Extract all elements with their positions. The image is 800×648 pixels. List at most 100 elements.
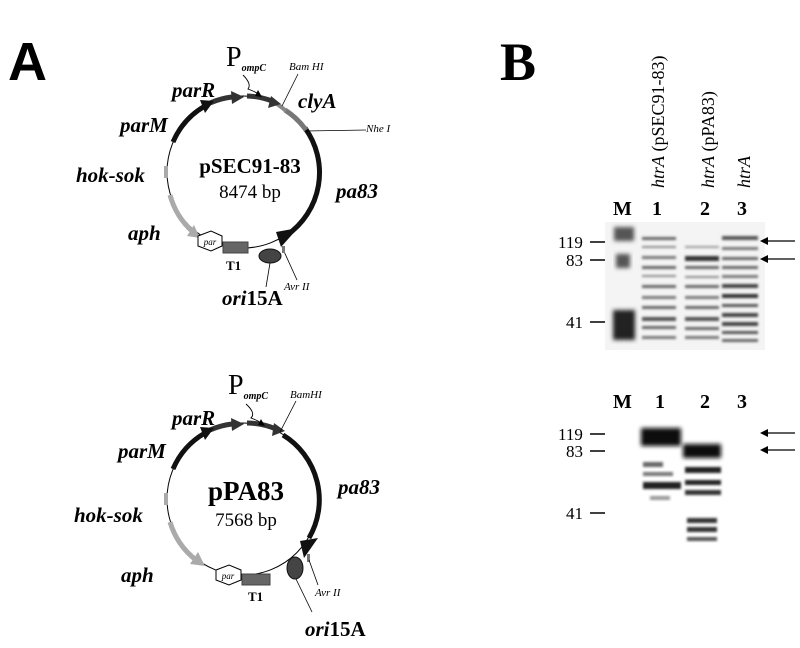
- lane-label-3: 3: [737, 391, 747, 413]
- western-blot: M 1 2 3 119 83 41: [558, 391, 795, 541]
- lane-label-1: 1: [652, 198, 662, 220]
- t1-block: [222, 241, 249, 254]
- ori-ellipse: [286, 556, 304, 580]
- lane-header-2: htrA (pPA83): [698, 91, 719, 188]
- lane-3-bands: [722, 236, 758, 342]
- avrii-site-mark: [282, 246, 285, 253]
- aph-arrowhead: [190, 552, 205, 566]
- parM-arrowhead: [200, 427, 214, 440]
- lane-header-3: htrA: [734, 155, 754, 188]
- aph-label: aph: [121, 563, 154, 587]
- parM-arrow: [170, 430, 207, 471]
- plasmid-map-bottom: par T1 PompC BamHI Avr II parR parM hok-…: [74, 370, 380, 641]
- stained-gel: M 1 2 3 119 83 41: [558, 198, 795, 350]
- t1-label: T1: [248, 589, 263, 604]
- panel-b-letter: B: [500, 32, 536, 92]
- promoter-subscript: ompC: [242, 63, 267, 74]
- hok-sok-block: [164, 166, 168, 178]
- promoter-ompC-block: [246, 93, 273, 104]
- ori-label: ori15A: [222, 286, 284, 310]
- marker-119: 119: [558, 233, 583, 252]
- lane-label-2: 2: [700, 391, 710, 413]
- promoter-pointer-tip: [258, 419, 265, 426]
- clyA-label: clyA: [298, 89, 336, 113]
- band-arrow-83-head: [760, 255, 768, 263]
- t1-label: T1: [226, 258, 241, 273]
- lane-2-bands: [685, 246, 719, 339]
- par-label: par: [221, 571, 235, 581]
- par-label: par: [203, 237, 217, 247]
- ori-label: ori15A: [305, 617, 367, 641]
- bamhi-pointer: [281, 73, 299, 107]
- bamhi-pointer: [279, 400, 297, 433]
- band-arrow-119-head: [760, 429, 768, 437]
- t1-block: [241, 573, 271, 586]
- aph-arrowhead: [187, 225, 200, 238]
- parM-label: parM: [118, 113, 169, 137]
- lane-label-1: 1: [655, 391, 665, 413]
- aph-label: aph: [128, 221, 161, 245]
- avrii-label: Avr II: [314, 587, 342, 599]
- hok-sok-label: hok-sok: [74, 503, 143, 527]
- promoter-arrowhead: [272, 423, 285, 436]
- pa83-arrowhead: [300, 538, 318, 558]
- pa83-label: pa83: [336, 475, 380, 499]
- plasmid-size: 7568 bp: [215, 510, 277, 531]
- plasmid-size: 8474 bp: [219, 182, 281, 203]
- lane-header-1: htrA (pSEC91-83): [648, 55, 669, 188]
- lane-1-bands: [641, 428, 681, 500]
- pa83-arrowhead: [276, 228, 298, 247]
- promoter-subscript: ompC: [244, 391, 269, 402]
- par-hexagon: [215, 564, 242, 586]
- ori-ellipse: [258, 248, 282, 264]
- aph-arrow: [167, 521, 198, 562]
- pa83-arrow: [281, 432, 322, 540]
- lane-M-bands: [613, 227, 635, 340]
- plasmid-map-top: par T1 PompC Bam HI Nhe I Avr II parR cl…: [76, 42, 391, 310]
- parR-arrowhead: [231, 91, 244, 104]
- par-hexagon: [197, 230, 223, 252]
- promoter-label: PompC: [228, 370, 268, 402]
- parR-label: parR: [170, 78, 215, 102]
- parM-arrowhead: [200, 100, 214, 113]
- marker-119: 119: [558, 425, 583, 444]
- nhei-label: Nhe I: [365, 123, 391, 135]
- lane-label-2: 2: [700, 198, 710, 220]
- promoter-pointer-tip: [255, 90, 262, 97]
- pa83-arrow: [285, 126, 322, 238]
- marker-83: 83: [566, 442, 583, 461]
- promoter-pointer: [242, 74, 259, 95]
- parR-label: parR: [170, 406, 215, 430]
- band-arrow-119-head: [760, 237, 768, 245]
- pa83-label: pa83: [334, 179, 378, 203]
- avrii-label: Avr II: [283, 281, 311, 293]
- lane-label-3: 3: [737, 198, 747, 220]
- bamhi-label: BamHI: [290, 389, 323, 401]
- parM-arrow: [170, 103, 207, 144]
- hok-sok-block: [164, 493, 168, 505]
- lane-label-M: M: [613, 391, 632, 413]
- promoter-arrowhead: [268, 96, 281, 108]
- lane-label-M: M: [613, 198, 632, 220]
- marker-41: 41: [566, 504, 583, 523]
- parR-arrowhead: [231, 418, 244, 431]
- marker-41: 41: [566, 313, 583, 332]
- clyA-block: [283, 107, 309, 132]
- panel-a-letter: A: [8, 32, 47, 92]
- marker-83: 83: [566, 251, 583, 270]
- avrii-site-mark: [307, 554, 310, 562]
- hok-sok-label: hok-sok: [76, 163, 145, 187]
- bamhi-label: Bam HI: [289, 61, 325, 73]
- lane-2-bands: [683, 444, 721, 541]
- parM-label: parM: [116, 439, 167, 463]
- ori-pointer: [295, 578, 313, 613]
- lane-1-bands: [642, 237, 676, 339]
- plasmid-name: pPA83: [208, 476, 284, 506]
- aph-arrow: [167, 194, 195, 234]
- promoter-label: PompC: [226, 42, 266, 74]
- promoter-pointer: [245, 403, 262, 424]
- band-arrow-83-head: [760, 446, 768, 454]
- avrii-pointer: [308, 559, 319, 586]
- plasmid-name: pSEC91-83: [199, 154, 301, 178]
